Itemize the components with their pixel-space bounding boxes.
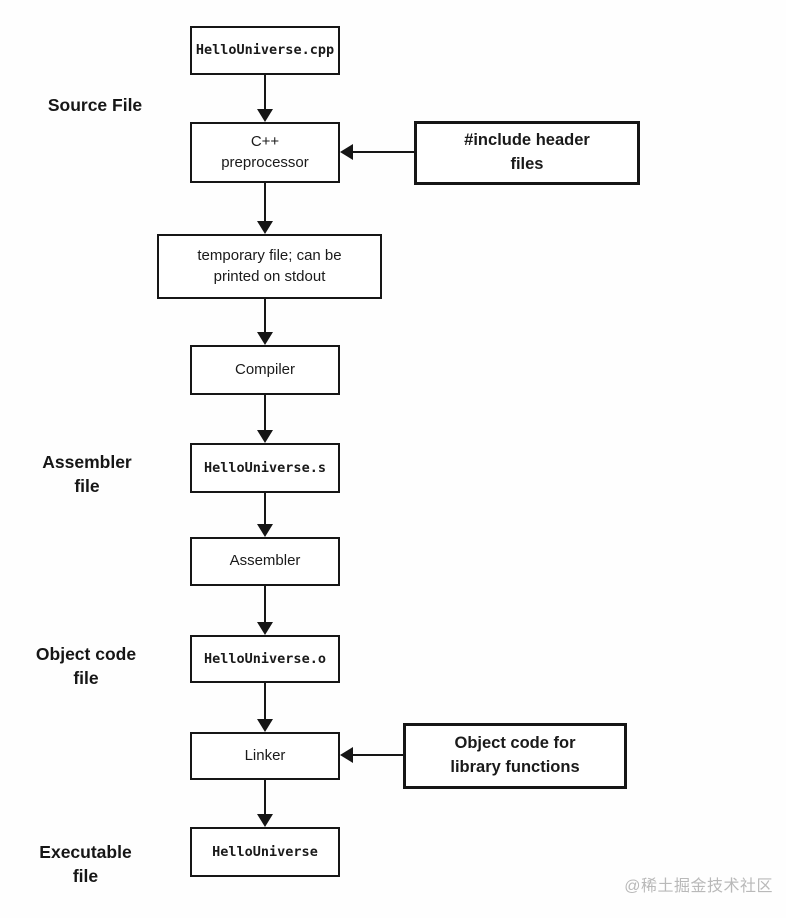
arrow-tempfile-to-compiler xyxy=(257,299,273,345)
arrow-down-head-icon xyxy=(257,109,273,122)
node-assembly-file: HelloUniverse.s xyxy=(190,443,340,493)
arrow-shaft xyxy=(351,754,403,756)
node-assembler: Assembler xyxy=(190,537,340,586)
arrow-shaft xyxy=(264,586,266,624)
arrow-down-head-icon xyxy=(257,430,273,443)
arrow-shaft xyxy=(264,299,266,334)
annotation-include-header-files: #include header files xyxy=(414,121,640,185)
arrow-objectfile-to-linker xyxy=(257,683,273,732)
arrow-down-head-icon xyxy=(257,524,273,537)
node-compiler: Compiler xyxy=(190,345,340,395)
arrow-linker-to-executable xyxy=(257,780,273,827)
arrow-shaft xyxy=(264,683,266,721)
arrow-shaft xyxy=(351,151,415,153)
annotation-library-object-code: Object code for library functions xyxy=(403,723,627,789)
node-linker: Linker xyxy=(190,732,340,780)
arrow-libobjects-to-linker xyxy=(340,747,403,763)
arrow-left-head-icon xyxy=(340,144,353,160)
arrow-shaft xyxy=(264,395,266,432)
arrow-assembler-to-objectfile xyxy=(257,586,273,635)
node-cpp-preprocessor: C++ preprocessor xyxy=(190,122,340,183)
arrow-shaft xyxy=(264,75,266,111)
node-temporary-file: temporary file; can be printed on stdout xyxy=(157,234,382,299)
arrow-shaft xyxy=(264,780,266,816)
arrow-down-head-icon xyxy=(257,221,273,234)
arrow-compiler-to-assemblyfile xyxy=(257,395,273,443)
arrow-source-to-preprocessor xyxy=(257,75,273,122)
side-label-executable-file: Executable file xyxy=(39,842,132,886)
arrow-shaft xyxy=(264,183,266,223)
node-source-file: HelloUniverse.cpp xyxy=(190,26,340,75)
side-label-assembler-file: Assembler file xyxy=(42,452,132,496)
side-label-source-file: Source File xyxy=(47,95,143,115)
arrow-headers-to-preprocessor xyxy=(340,144,415,160)
arrow-shaft xyxy=(264,493,266,526)
node-object-file: HelloUniverse.o xyxy=(190,635,340,683)
watermark-juejin-community: @稀土掘金技术社区 xyxy=(624,878,773,895)
side-label-object-code-file: Object code file xyxy=(35,644,137,688)
node-executable-file: HelloUniverse xyxy=(190,827,340,877)
arrow-down-head-icon xyxy=(257,719,273,732)
arrow-assemblyfile-to-assembler xyxy=(257,493,273,537)
arrow-left-head-icon xyxy=(340,747,353,763)
arrow-down-head-icon xyxy=(257,332,273,345)
arrow-down-head-icon xyxy=(257,814,273,827)
arrow-preprocessor-to-tempfile xyxy=(257,183,273,234)
arrow-down-head-icon xyxy=(257,622,273,635)
